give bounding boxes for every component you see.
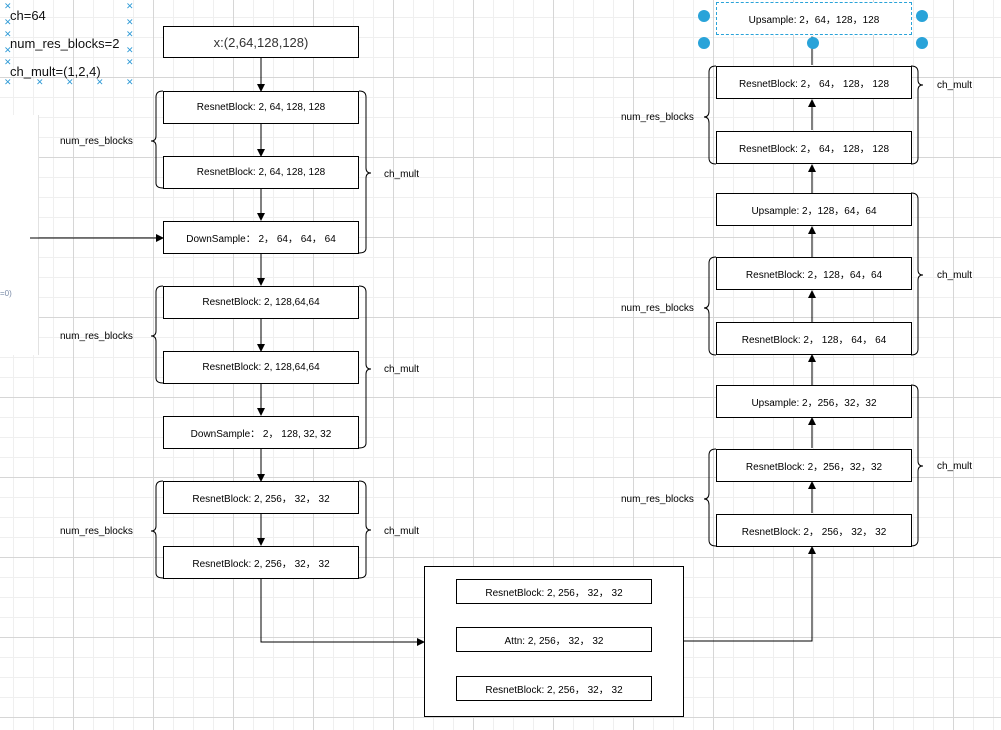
selection-marker-icon: ✕ — [126, 45, 134, 55]
brace-num-res-blocks — [703, 65, 717, 165]
param-ch[interactable]: ch=64 — [10, 8, 46, 23]
middle-attention-block[interactable]: Attn: 2, 256， 32， 32 — [456, 627, 652, 652]
brace-ch-mult — [358, 480, 372, 579]
decoder-resnet-block-4[interactable]: ResnetBlock: 2， 128， 64， 64 — [716, 322, 912, 355]
brace-num-res-blocks — [150, 285, 164, 384]
num-res-blocks-label: num_res_blocks — [621, 112, 694, 123]
ch-mult-label: ch_mult — [937, 80, 973, 91]
resize-handle-icon[interactable] — [916, 37, 928, 49]
brace-num-res-blocks — [150, 480, 164, 579]
param-ch-mult[interactable]: ch_mult=(1,2,4) — [10, 64, 101, 79]
resize-handle-icon[interactable] — [916, 10, 928, 22]
num-res-blocks-label: num_res_blocks — [621, 494, 694, 505]
selection-marker-icon: ✕ — [36, 77, 44, 87]
brace-ch-mult — [358, 90, 372, 254]
input-tensor-node[interactable]: x:(2,64,128,128) — [163, 26, 359, 58]
brace-ch-mult — [910, 192, 924, 356]
encoder-resnet-block-6[interactable]: ResnetBlock: 2, 256， 32， 32 — [163, 546, 359, 579]
encoder-downsample-1[interactable]: DownSample： 2， 64， 64， 64 — [163, 221, 359, 254]
selection-marker-icon: ✕ — [4, 1, 12, 11]
ch-mult-label: ch_mult — [384, 526, 420, 537]
middle-resnet-block-bottom[interactable]: ResnetBlock: 2, 256， 32， 32 — [456, 676, 652, 701]
resize-handle-icon[interactable] — [698, 37, 710, 49]
brace-num-res-blocks — [703, 448, 717, 547]
resize-handle-icon[interactable] — [807, 37, 819, 49]
brace-ch-mult — [910, 65, 924, 165]
resize-handle-icon[interactable] — [698, 10, 710, 22]
encoder-downsample-2[interactable]: DownSample： 2， 128, 32, 32 — [163, 416, 359, 449]
selection-marker-icon: ✕ — [4, 77, 12, 87]
decoder-upsample-2[interactable]: Upsample: 2，256，32，32 — [716, 385, 912, 418]
param-num-res-blocks[interactable]: num_res_blocks=2 — [10, 36, 120, 51]
ch-mult-label: ch_mult — [937, 270, 973, 281]
brace-num-res-blocks — [703, 256, 717, 356]
ch-mult-label: ch_mult — [384, 364, 420, 375]
selection-marker-icon: ✕ — [126, 29, 134, 39]
decoder-resnet-block-1[interactable]: ResnetBlock: 2， 64， 128， 128 — [716, 66, 912, 99]
arrow-middle-to-r6 — [683, 546, 816, 642]
selection-marker-icon: ✕ — [126, 17, 134, 27]
brace-ch-mult — [910, 384, 924, 547]
selection-marker-icon: ✕ — [4, 45, 12, 55]
ch-mult-label: ch_mult — [937, 461, 973, 472]
num-res-blocks-label: num_res_blocks — [60, 526, 133, 537]
selection-marker-icon: ✕ — [4, 57, 12, 67]
num-res-blocks-label: num_res_blocks — [60, 136, 133, 147]
selection-marker-icon: ✕ — [4, 29, 12, 39]
selection-marker-icon: ✕ — [66, 77, 74, 87]
decoder-upsample-top[interactable]: Upsample: 2，64，128，128 — [716, 2, 912, 35]
encoder-resnet-block-4[interactable]: ResnetBlock: 2, 128,64,64 — [163, 351, 359, 384]
num-res-blocks-label: num_res_blocks — [60, 331, 133, 342]
panel-fragment-text: =0) — [0, 289, 12, 298]
arrow-b6-to-middle — [260, 579, 425, 646]
selection-marker-icon: ✕ — [126, 57, 134, 67]
decoder-upsample-1[interactable]: Upsample: 2，128，64，64 — [716, 193, 912, 226]
decoder-resnet-block-6[interactable]: ResnetBlock: 2， 256， 32， 32 — [716, 514, 912, 547]
selection-marker-icon: ✕ — [126, 77, 134, 87]
selection-marker-icon: ✕ — [4, 17, 12, 27]
selection-marker-icon: ✕ — [126, 1, 134, 11]
middle-resnet-block-top[interactable]: ResnetBlock: 2, 256， 32， 32 — [456, 579, 652, 604]
side-panel — [0, 115, 39, 355]
ch-mult-label: ch_mult — [384, 169, 420, 180]
decoder-resnet-block-5[interactable]: ResnetBlock: 2，256，32，32 — [716, 449, 912, 482]
selection-marker-icon: ✕ — [96, 77, 104, 87]
encoder-resnet-block-3[interactable]: ResnetBlock: 2, 128,64,64 — [163, 286, 359, 319]
encoder-resnet-block-2[interactable]: ResnetBlock: 2, 64, 128, 128 — [163, 156, 359, 189]
encoder-resnet-block-5[interactable]: ResnetBlock: 2, 256， 32， 32 — [163, 481, 359, 514]
encoder-resnet-block-1[interactable]: ResnetBlock: 2, 64, 128, 128 — [163, 91, 359, 124]
num-res-blocks-label: num_res_blocks — [621, 303, 694, 314]
brace-num-res-blocks — [150, 90, 164, 189]
brace-ch-mult — [358, 285, 372, 449]
decoder-resnet-block-2[interactable]: ResnetBlock: 2， 64， 128， 128 — [716, 131, 912, 164]
decoder-resnet-block-3[interactable]: ResnetBlock: 2，128，64，64 — [716, 257, 912, 290]
